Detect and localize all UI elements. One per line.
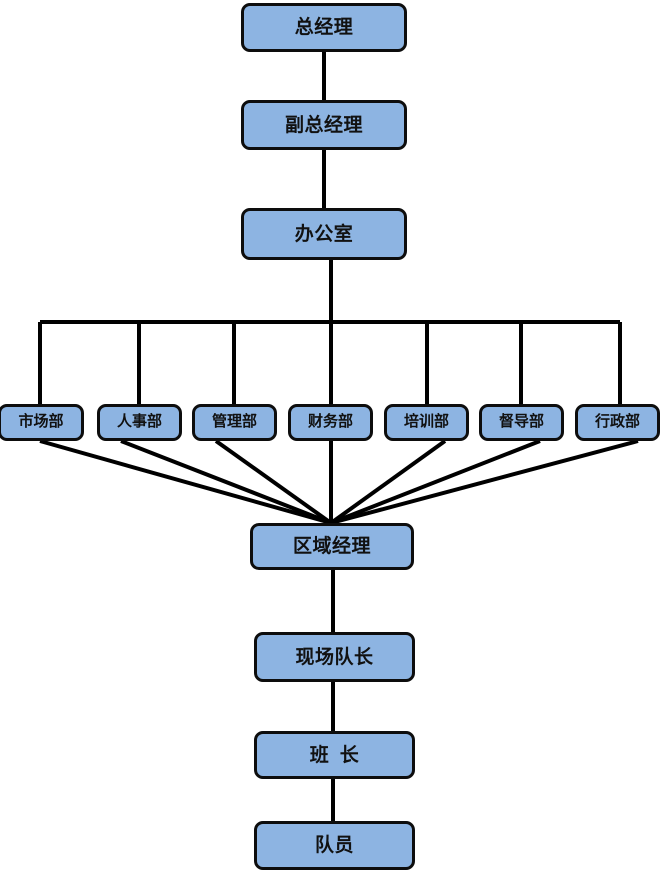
node-deputy-general-manager-label: 副总经理 bbox=[284, 114, 363, 136]
connector-administration-to-regional bbox=[330, 439, 639, 525]
connector-training-to-regional bbox=[329, 439, 447, 525]
node-department-hr-label: 人事部 bbox=[116, 414, 162, 430]
connector-marketing-to-regional bbox=[39, 439, 332, 525]
node-department-finance-label: 财务部 bbox=[307, 414, 353, 430]
node-department-management[interactable]: 管理部 bbox=[192, 404, 277, 441]
node-department-supervision[interactable]: 督导部 bbox=[479, 404, 564, 441]
node-team-member[interactable]: 队员 bbox=[254, 821, 415, 870]
node-office-label: 办公室 bbox=[294, 223, 354, 245]
node-department-supervision-label: 督导部 bbox=[498, 414, 544, 430]
node-regional-manager-label: 区域经理 bbox=[292, 536, 371, 557]
node-site-captain-label: 现场队长 bbox=[295, 646, 374, 668]
node-office[interactable]: 办公室 bbox=[241, 208, 407, 260]
node-team-member-label: 队员 bbox=[314, 835, 354, 856]
node-department-hr[interactable]: 人事部 bbox=[97, 404, 182, 441]
node-team-leader[interactable]: 班 长 bbox=[254, 731, 415, 779]
connector-supervision-to-regional bbox=[330, 439, 541, 525]
node-general-manager[interactable]: 总经理 bbox=[241, 3, 407, 52]
node-department-administration-label: 行政部 bbox=[594, 414, 640, 430]
node-deputy-general-manager[interactable]: 副总经理 bbox=[241, 100, 407, 150]
node-team-leader-label: 班 长 bbox=[309, 744, 360, 766]
node-department-training[interactable]: 培训部 bbox=[384, 404, 469, 441]
node-general-manager-label: 总经理 bbox=[294, 17, 354, 38]
node-department-management-label: 管理部 bbox=[211, 414, 257, 430]
node-department-training-label: 培训部 bbox=[403, 414, 449, 430]
connector-management-to-regional bbox=[214, 439, 333, 525]
node-department-marketing[interactable]: 市场部 bbox=[0, 404, 84, 441]
node-department-administration[interactable]: 行政部 bbox=[575, 404, 660, 441]
node-regional-manager[interactable]: 区域经理 bbox=[250, 523, 414, 570]
node-department-finance[interactable]: 财务部 bbox=[288, 404, 373, 441]
node-site-captain[interactable]: 现场队长 bbox=[254, 632, 415, 682]
connector-hr-to-regional bbox=[120, 439, 332, 525]
node-department-marketing-label: 市场部 bbox=[18, 414, 64, 430]
